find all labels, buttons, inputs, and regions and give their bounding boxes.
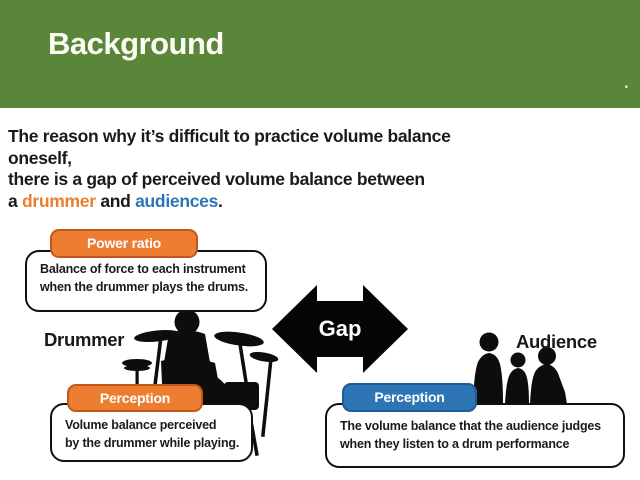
power-ratio-box: Balance of force to each instrument when… [25,250,267,312]
power-ratio-tab: Power ratio [50,229,198,258]
audience-perception-box: The volume balance that the audience jud… [325,403,625,468]
page-title: Background [48,26,224,61]
intro-drummer-word: drummer [22,190,96,211]
corner-dot: . [624,73,629,92]
gap-arrow-icon: Gap [272,285,408,373]
intro-line-1: The reason why it’s difficult to practic… [8,126,451,146]
intro-line-3: there is a gap of perceived volume balan… [8,169,425,189]
drummer-perception-tab-label: Perception [99,390,171,406]
intro-line-2: oneself, [8,147,72,168]
audience-perception-line-2: when they listen to a drum performance [340,436,570,451]
drummer-perception-line-2: by the drummer while playing. [65,435,240,450]
audience-label: Audience [516,331,597,352]
gap-label: Gap [318,316,362,341]
drummer-perception-line-1: Volume balance perceived [65,418,217,432]
intro-line4-prefix: a [8,190,22,211]
audience-perception-tab-label: Perception [374,389,445,405]
audience-perception-tab: Perception [342,383,477,412]
intro-line4-middle: and [95,190,136,211]
intro-line4-suffix: . [218,190,223,211]
intro-line-4: a drummer and audiences. [8,191,608,213]
slide-header: Background . [0,0,640,108]
power-ratio-tab-label: Power ratio [86,235,162,251]
audience-perception-line-1: The volume balance that the audience jud… [340,419,601,433]
audience-silhouette-icon [473,332,567,404]
intro-paragraph: The reason why it’s difficult to practic… [8,126,608,212]
power-ratio-line-1: Balance of force to each instrument [40,262,246,276]
drummer-perception-tab: Perception [67,384,203,412]
intro-audiences-word: audiences [135,190,219,211]
drummer-label: Drummer [44,329,125,350]
power-ratio-line-2: when the drummer plays the drums. [40,279,249,294]
